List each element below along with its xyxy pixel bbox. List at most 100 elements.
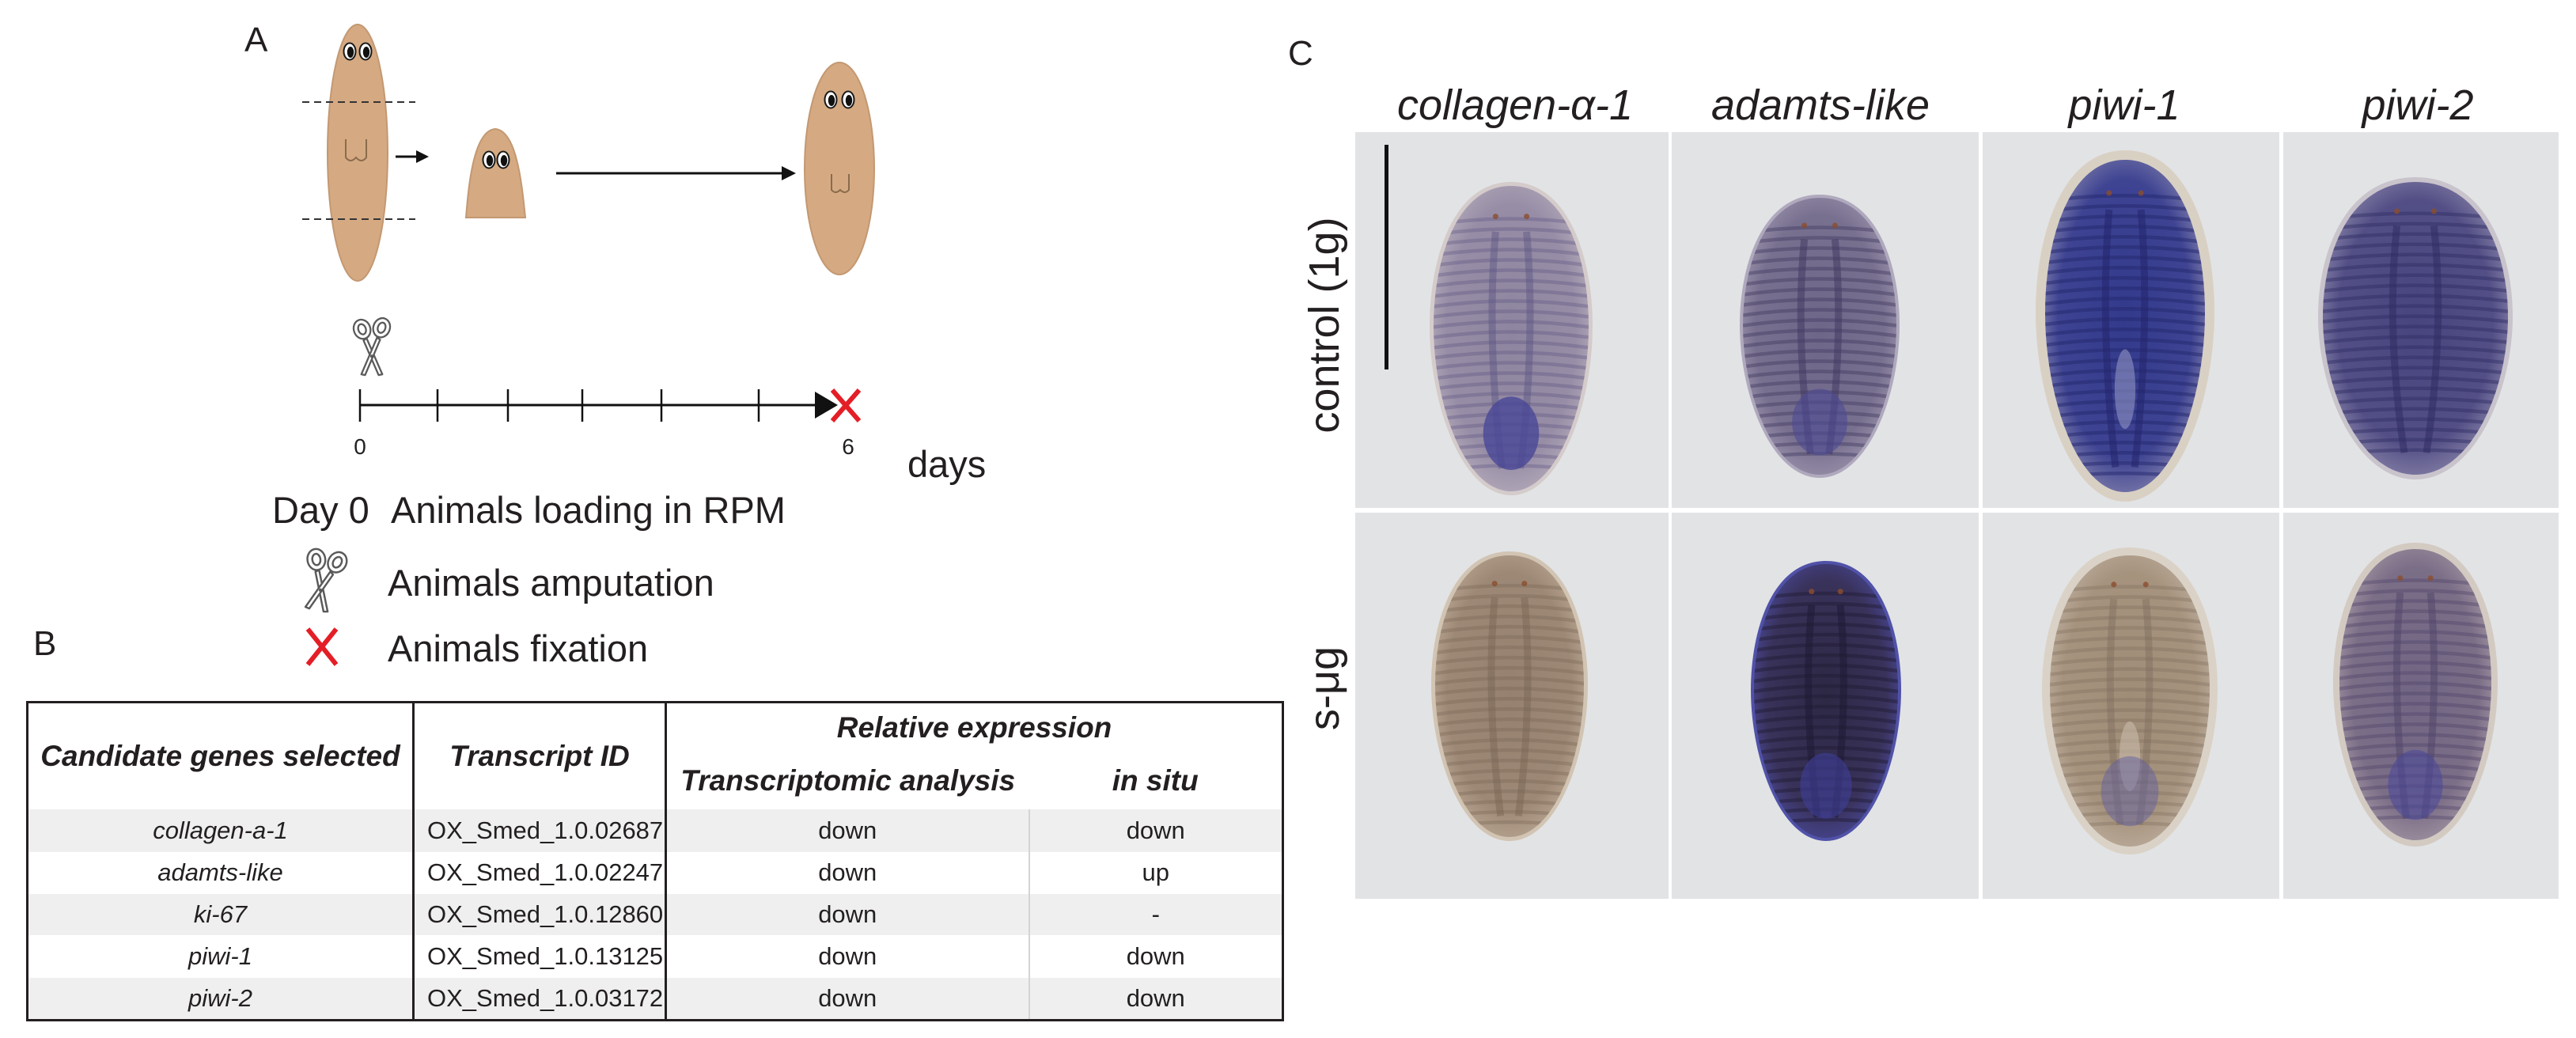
specimen-texture	[1434, 214, 1589, 473]
regenerated-pharynx	[831, 174, 850, 193]
specimen-pharynx	[2119, 721, 2141, 792]
in-situ-cell: -	[1029, 893, 1283, 935]
timeline-start-label: 0	[354, 434, 366, 459]
specimen-rib	[2323, 366, 2508, 375]
specimen-rib	[2323, 242, 2508, 252]
arrow-to-fragment	[396, 150, 429, 163]
specimen-rib	[2045, 203, 2205, 214]
row-label-microgravity: s-μg	[1301, 646, 1348, 731]
specimen-rib	[2339, 609, 2491, 619]
specimen-sug-piwi-2	[2333, 543, 2498, 847]
specimen-eye-spot	[1492, 214, 1498, 220]
specimen-rib	[1435, 665, 1584, 676]
specimen-body	[1754, 564, 1898, 838]
specimen-body	[2050, 555, 2210, 847]
specimen-rib	[1743, 369, 1896, 379]
specimen-body	[2045, 160, 2205, 492]
specimen-rib	[2339, 630, 2491, 639]
regenerated-eye	[824, 90, 838, 109]
specimen-rib	[1435, 604, 1584, 614]
legend-loading-text: Animals loading in RPM	[391, 489, 786, 531]
specimen-rib	[1434, 248, 1589, 257]
specimen-eye-spot	[2394, 208, 2400, 214]
header-transcript-id: Transcript ID	[413, 702, 667, 809]
specimen-rib	[2339, 681, 2491, 691]
row-label-control: control (1g)	[1301, 217, 1348, 434]
planarian-eye	[358, 42, 373, 61]
specimen-rib	[2339, 733, 2491, 742]
transcriptomic-cell: down	[665, 977, 1030, 1021]
in-situ-cell: down	[1029, 809, 1283, 852]
specimen-rib	[2339, 640, 2491, 650]
red-x-icon	[830, 388, 862, 422]
gene-name-cell: piwi-1	[27, 934, 415, 978]
specimen-rib	[2323, 376, 2508, 385]
scissors-icon	[293, 542, 354, 616]
in-situ-cell: down	[1029, 977, 1283, 1021]
specimen-rib	[2045, 316, 2205, 327]
specimen-body	[1743, 198, 1896, 475]
scale-bar	[1385, 145, 1388, 369]
red-x-icon	[305, 627, 339, 666]
specimen-rib	[1754, 632, 1898, 642]
specimen-rib	[2050, 718, 2210, 728]
scissors-icon	[350, 316, 394, 377]
specimen-rib	[1754, 745, 1898, 756]
specimen-rib	[1435, 748, 1584, 758]
specimen-nerve-cord	[2388, 225, 2408, 453]
specimen-rib	[2323, 407, 2508, 416]
timeline-arrowhead	[815, 392, 838, 419]
specimen-rib	[1754, 642, 1898, 653]
specimen-eye-spot	[2427, 575, 2434, 582]
legend-day0-key: Day 0	[272, 489, 369, 531]
transcript-id-cell: OX_Smed_1.0.02247	[413, 851, 667, 894]
specimen-rib	[2045, 296, 2205, 306]
specimen-rib	[1754, 704, 1898, 714]
specimen-rib	[2323, 386, 2508, 396]
specimen-nerve-cord	[2101, 209, 2120, 468]
specimen-rib	[1434, 227, 1589, 237]
specimen-rib	[1754, 612, 1898, 622]
specimen-rib	[1434, 350, 1589, 360]
specimen-rib	[2050, 657, 2210, 666]
specimen-tail-stain	[1792, 388, 1847, 456]
specimen-rib	[1435, 717, 1584, 727]
specimen-rib	[2050, 636, 2210, 646]
specimen-rib	[2045, 234, 2205, 244]
fragment-eye	[496, 150, 510, 169]
specimen-rib	[2050, 677, 2210, 687]
specimen-rib	[1754, 735, 1898, 745]
specimen-rib	[2323, 283, 2508, 293]
specimen-nerve-cord	[2423, 225, 2442, 453]
specimen-rib	[1434, 309, 1589, 319]
specimen-sug-adamts-like	[1751, 561, 1901, 841]
specimen-rib	[1743, 246, 1896, 256]
arrow-regeneration	[556, 166, 796, 180]
in-situ-cell: up	[1029, 851, 1283, 894]
timeline-end-label: 6	[842, 434, 854, 459]
specimen-rib	[2045, 286, 2205, 296]
planarian-intact	[327, 24, 388, 282]
specimen-rib	[1754, 622, 1898, 632]
specimen-nerve-cord	[2131, 209, 2149, 468]
specimen-sug-piwi-1	[2042, 547, 2218, 854]
column-header-collagen-alpha-1: collagen-α-1	[1397, 81, 1633, 129]
legend-amputation-text: Animals amputation	[388, 562, 714, 604]
specimen-rib	[1435, 655, 1584, 665]
specimen-nerve-cord	[2106, 598, 2124, 825]
specimen-tail-stain	[1483, 396, 1540, 470]
specimen-rib	[2339, 671, 2491, 680]
specimen-eye-spot	[1832, 222, 1838, 229]
specimen-control-piwi-2	[2318, 177, 2513, 479]
specimen-eye-spot	[2142, 582, 2149, 588]
transcriptomic-cell: down	[665, 851, 1030, 894]
specimen-body	[2323, 182, 2508, 475]
specimen-rib	[2045, 265, 2205, 275]
specimen-rib	[1434, 268, 1589, 278]
header-relative-expression: Relative expression	[665, 702, 1283, 752]
specimen-rib	[1743, 308, 1896, 317]
specimen-rib	[1434, 320, 1589, 329]
specimen-rib	[2323, 314, 2508, 324]
specimen-eye-spot	[1837, 589, 1843, 595]
